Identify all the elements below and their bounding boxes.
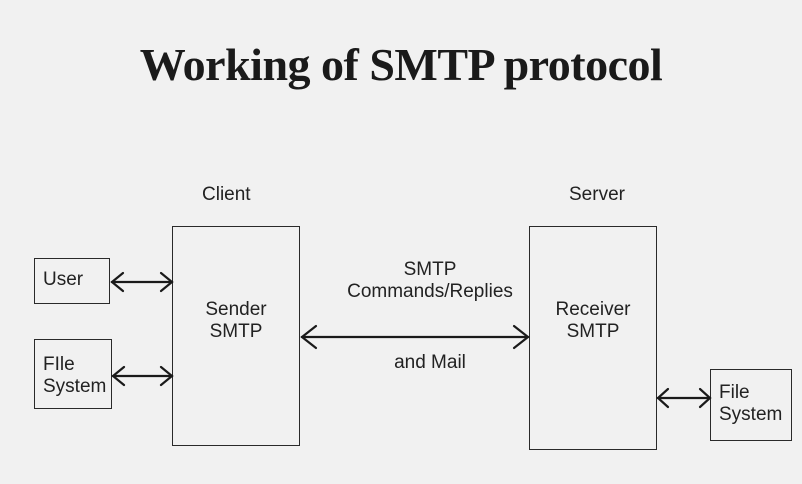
client-label: Client xyxy=(202,184,251,205)
user-box: User xyxy=(34,258,110,304)
client-file-sender-arrow xyxy=(111,365,174,387)
server-file-system-label: File System xyxy=(719,382,783,425)
receiver-smtp-label: Receiver SMTP xyxy=(555,299,631,342)
page-title: Working of SMTP protocol xyxy=(139,39,663,90)
receiver-file-arrow xyxy=(656,387,712,409)
server-file-system-box: File System xyxy=(710,369,792,441)
client-file-system-box: FIle System xyxy=(34,339,112,409)
channel-commands-label: SMTP Commands/Replies xyxy=(347,259,513,302)
server-label: Server xyxy=(569,184,625,205)
user-box-label: User xyxy=(43,269,84,290)
client-file-system-label: FIle System xyxy=(43,354,107,397)
sender-receiver-arrow xyxy=(300,324,530,350)
channel-mail-label: and Mail xyxy=(394,352,466,373)
user-sender-arrow xyxy=(110,271,174,293)
receiver-smtp-box: Receiver SMTP xyxy=(529,226,657,450)
sender-smtp-box: Sender SMTP xyxy=(172,226,300,446)
sender-smtp-label: Sender SMTP xyxy=(205,299,267,342)
